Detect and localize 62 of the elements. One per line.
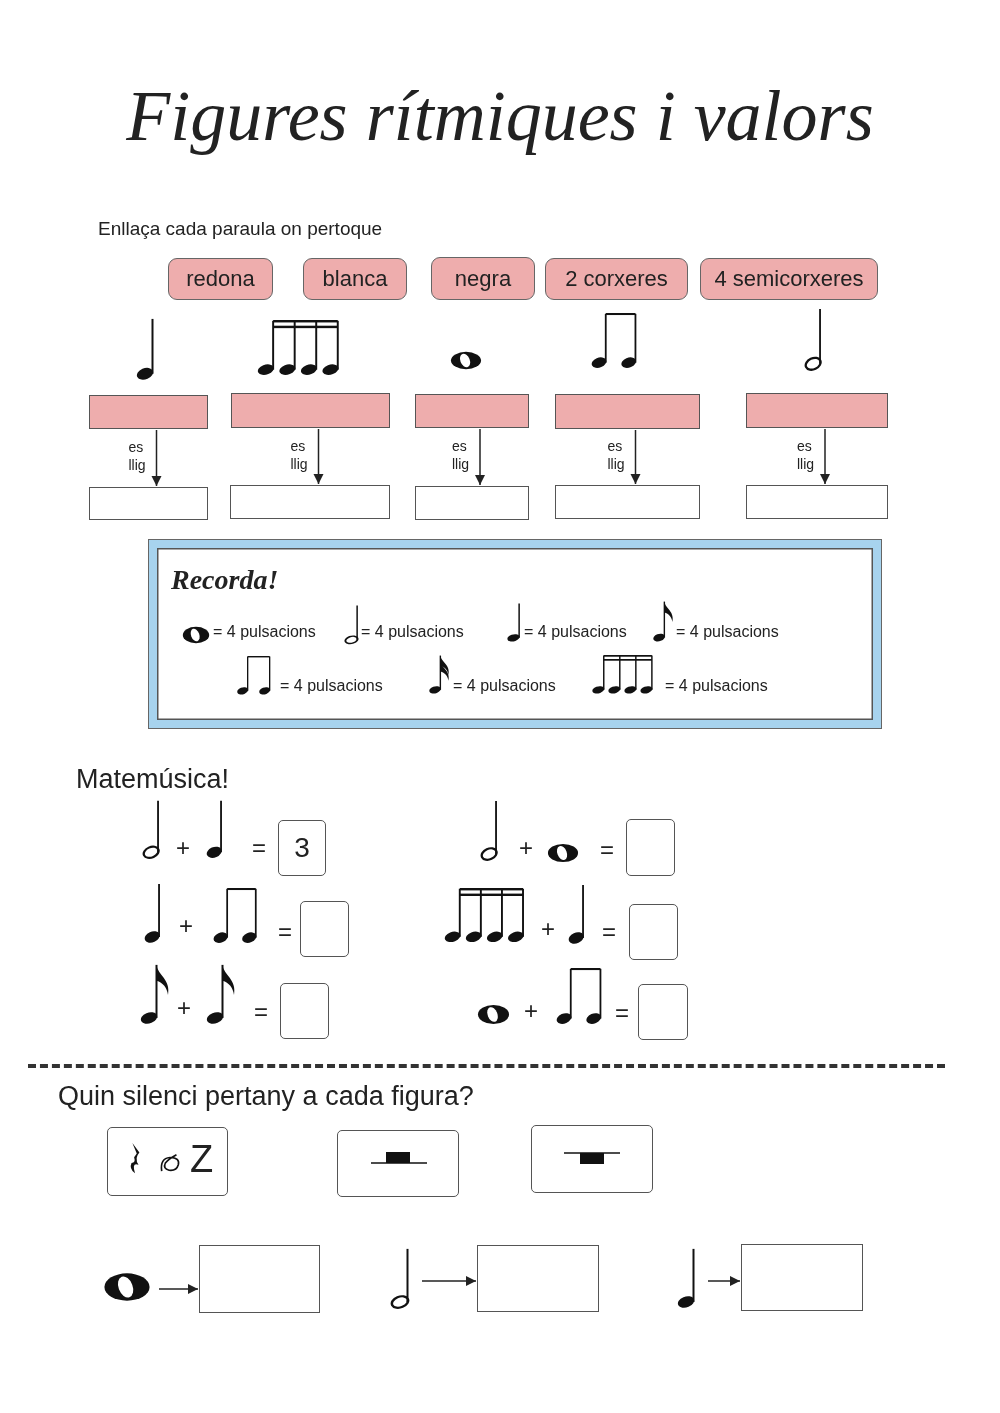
operator-text: = [602, 918, 616, 946]
rest-symbol-text: Z [190, 1138, 214, 1181]
answer-field [626, 819, 675, 876]
value-text: = 4 pulsacions [524, 623, 627, 641]
answer-field [107, 1127, 228, 1196]
answer-field [89, 395, 208, 429]
answer-field [337, 1130, 459, 1197]
answer-field: 3 [278, 820, 326, 876]
answer-field [746, 393, 888, 428]
word-card: 2 corxeres [545, 258, 688, 300]
operator-text: + [524, 997, 538, 1025]
arrow [158, 1283, 199, 1295]
answer-field [555, 485, 700, 519]
whole-note-icon [103, 1272, 151, 1302]
value-text: = 4 pulsacions [676, 623, 779, 641]
word-card: negra [431, 257, 535, 300]
operator-text: = [615, 999, 629, 1027]
operator-text: + [541, 915, 555, 943]
instruction-text: Enllaça cada paraula on pertoque [98, 218, 383, 240]
answer-field [746, 485, 888, 519]
answer-field [415, 486, 529, 520]
operator-text: = [278, 918, 292, 946]
operator-text: + [519, 834, 533, 862]
answer-field [230, 485, 390, 519]
word-card: blanca [303, 258, 407, 300]
arrow [630, 429, 641, 485]
value-text: = 4 pulsacions [453, 677, 556, 695]
section-heading: Quin silenci pertany a cada figura? [58, 1081, 474, 1112]
operator-text: + [179, 912, 193, 940]
answer-field [477, 1245, 599, 1312]
value-text: = 4 pulsacions [213, 623, 316, 641]
answer-field [531, 1125, 653, 1193]
arrow [151, 429, 162, 487]
answer-field [89, 487, 208, 520]
section-heading: Matemúsica! [76, 764, 230, 795]
arrow [421, 1275, 477, 1287]
value-text: = 4 pulsacions [361, 623, 464, 641]
operator-text: = [252, 834, 266, 862]
answer-field [741, 1244, 863, 1311]
word-card: 4 semicorxeres [700, 258, 878, 300]
answer-field [629, 904, 678, 960]
arrow [707, 1275, 741, 1287]
answer-field [415, 394, 529, 428]
value-text: = 4 pulsacions [665, 677, 768, 695]
arrow [474, 428, 486, 486]
answer-field [231, 393, 390, 428]
arrow [819, 428, 831, 485]
answer-field [280, 983, 329, 1039]
word-card: redona [168, 258, 273, 300]
answer-field [555, 394, 700, 429]
operator-text: + [177, 994, 191, 1022]
answer-field [199, 1245, 320, 1313]
operator-text: + [176, 834, 190, 862]
arrow [313, 428, 324, 485]
worksheet-title: Figures rítmiques i valors [125, 75, 875, 158]
value-text: = 4 pulsacions [280, 677, 383, 695]
operator-text: = [600, 836, 614, 864]
operator-text: = [254, 998, 268, 1026]
answer-field [300, 901, 349, 957]
answer-field [638, 984, 688, 1040]
reminder-panel [149, 540, 881, 728]
panel-heading: Recorda! [171, 564, 279, 596]
